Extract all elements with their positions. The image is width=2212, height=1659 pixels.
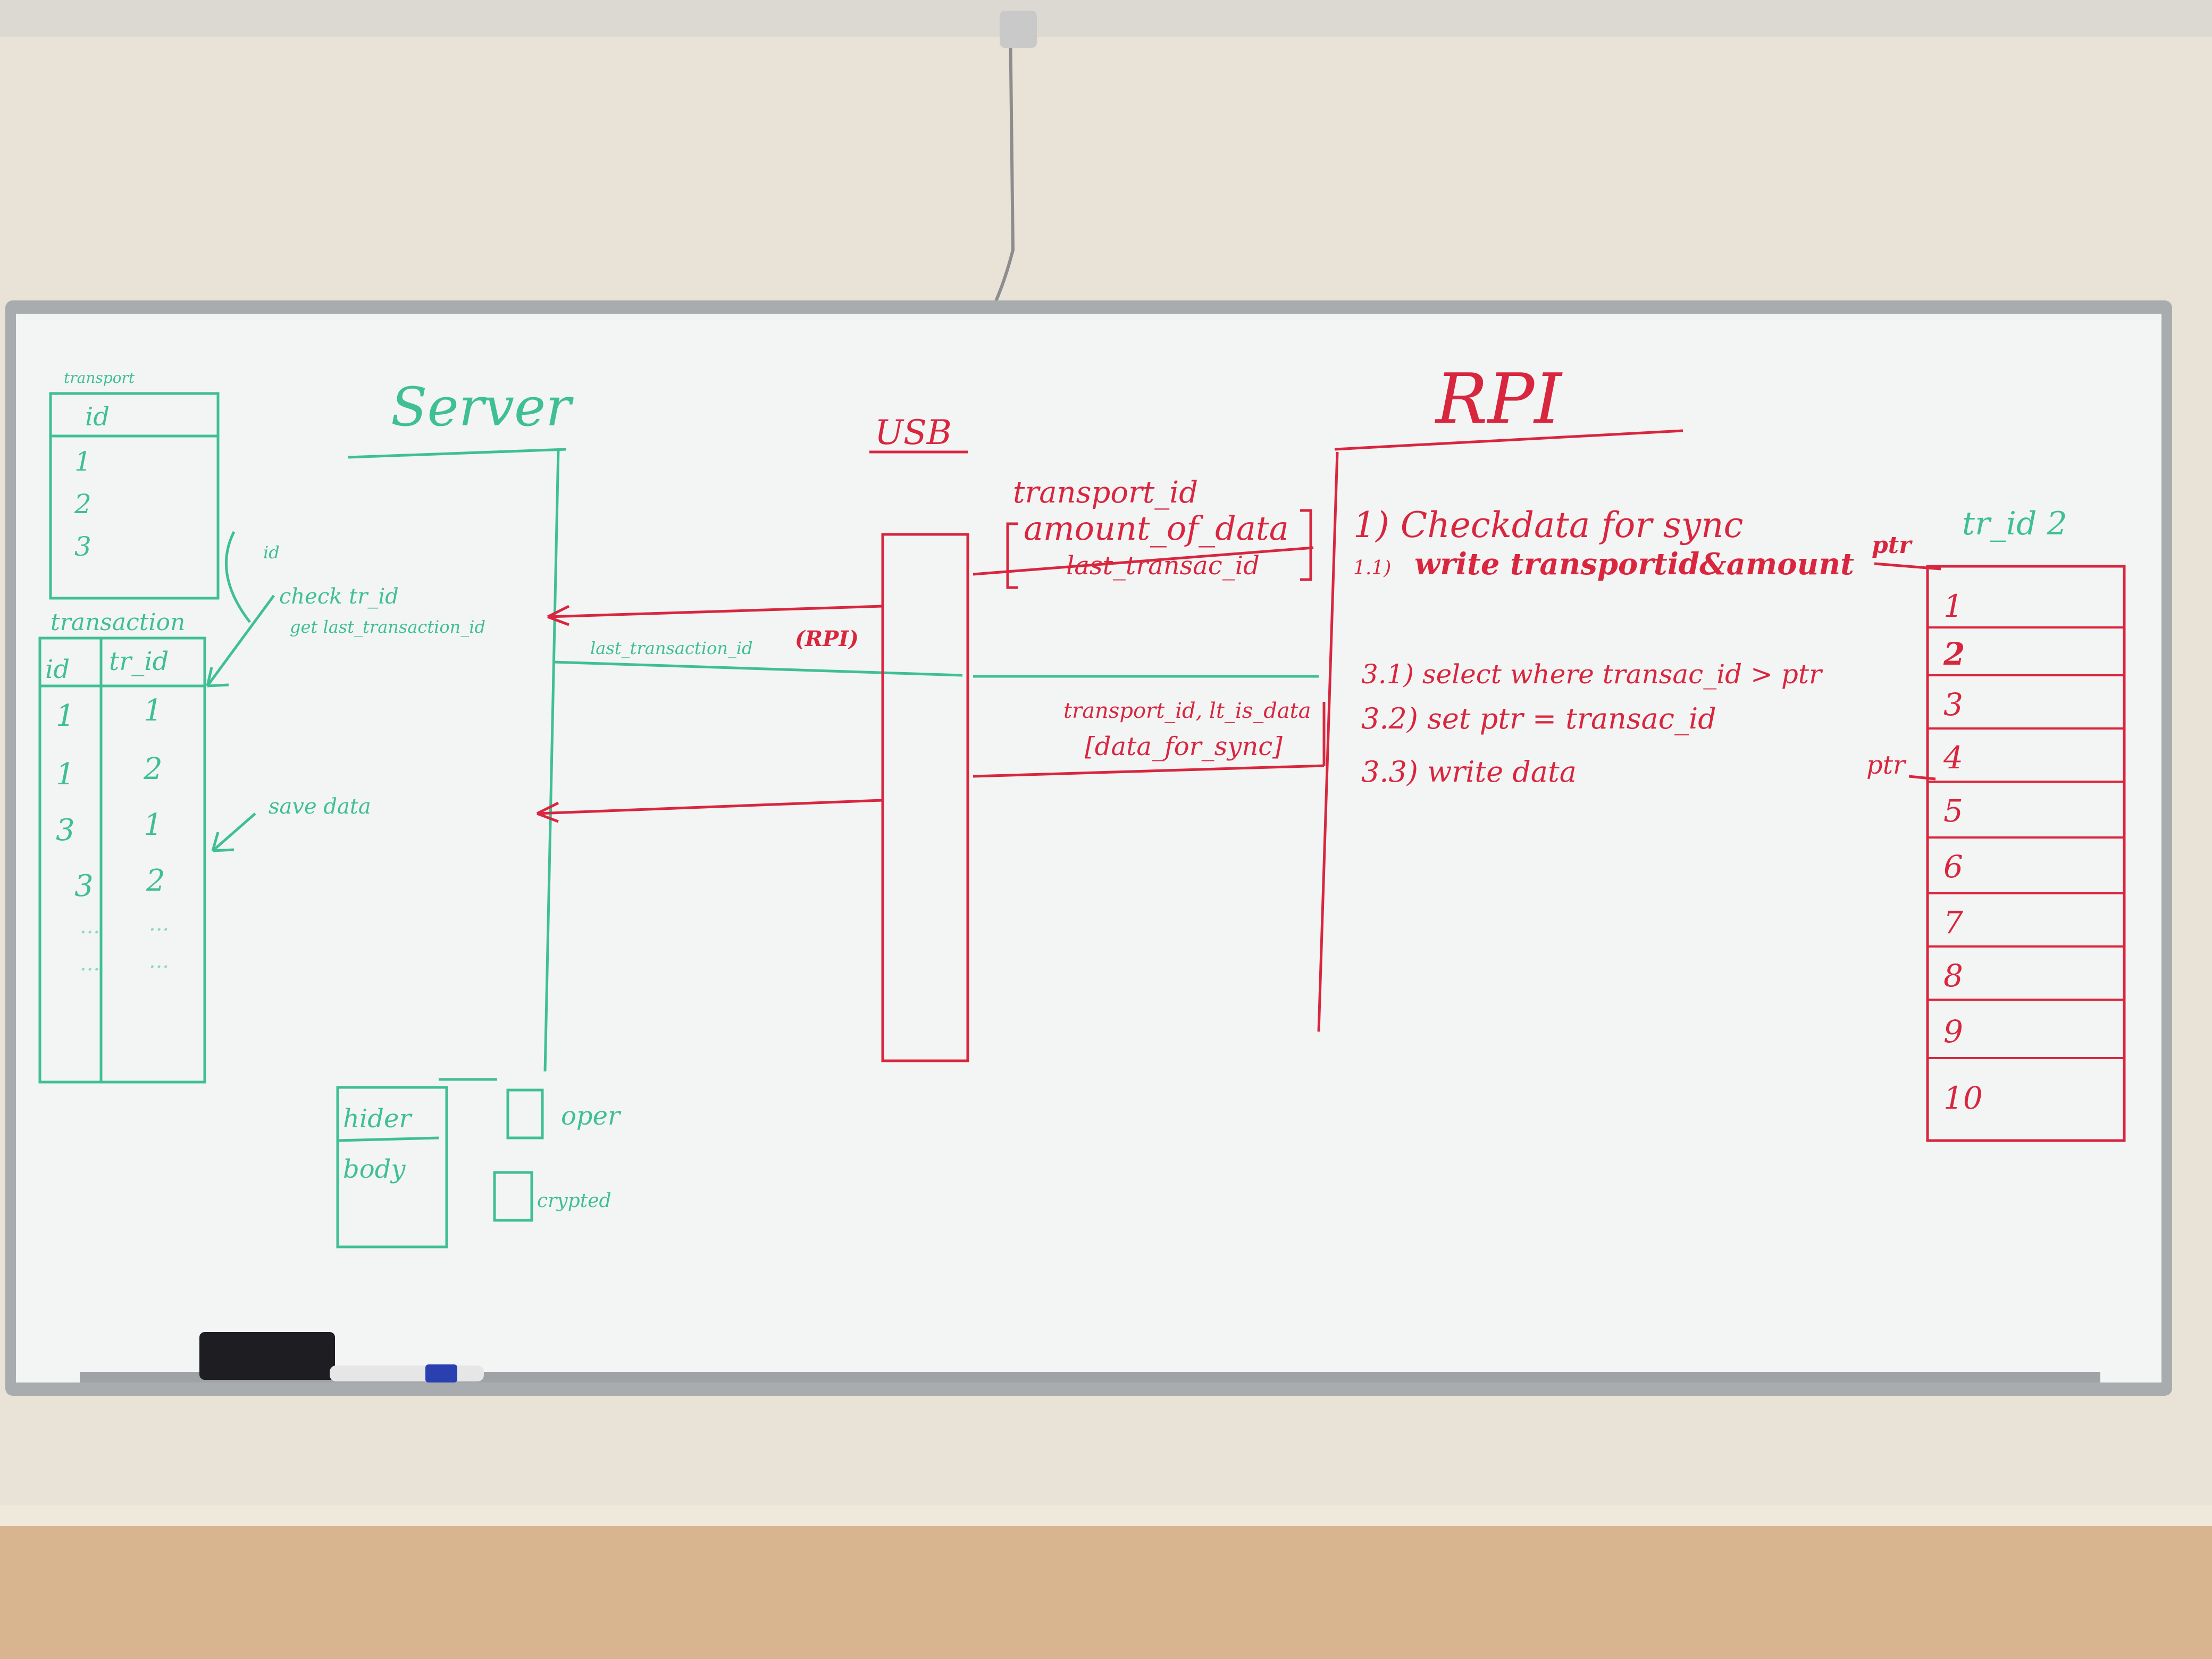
ptr-top-label: ptr (1872, 532, 1913, 559)
transaction-row-trid: 2 (143, 752, 163, 786)
transaction-row-trid: 1 (144, 808, 163, 842)
eraser (199, 1332, 335, 1380)
packet-body-label: body (343, 1154, 406, 1184)
marker-cap (425, 1364, 457, 1382)
server-title: Server (391, 376, 574, 438)
whiteboard-surface (16, 314, 2161, 1382)
trid-row-value: 10 (1943, 1080, 1983, 1116)
rpi-underline (1334, 429, 1683, 451)
request-amount-of-data: amount_of_data (1024, 509, 1289, 548)
last-tx-arrow (552, 660, 963, 677)
response-data-for-sync: [data_for_sync] (1085, 732, 1283, 761)
ptr-side-label: ptr (1866, 750, 1907, 780)
step-1-1-num: 1.1) (1353, 557, 1391, 579)
save-data-label: save data (269, 794, 371, 819)
transaction-table-title: transaction (51, 609, 185, 636)
save-arrow (211, 812, 256, 852)
transaction-row-id: 1 (56, 757, 75, 792)
trid-row-value: 4 (1943, 740, 1963, 776)
trid-row-value: 2 (1943, 636, 1965, 672)
check-trid-label: check tr_id (279, 584, 399, 609)
transaction-row-id: 1 (56, 699, 75, 733)
usb-title: USB (875, 413, 952, 453)
transaction-col-id: id (45, 655, 70, 684)
step-3-3: 3.3) write data (1361, 755, 1577, 789)
transaction-row-id: 3 (74, 869, 94, 903)
id-label: id (263, 542, 280, 563)
packet-box (336, 1086, 448, 1249)
trid-row-value: 6 (1943, 849, 1963, 885)
transport-row-3: 3 (74, 531, 91, 562)
trid-table (1926, 565, 2126, 1142)
request-bracket-right (1300, 509, 1312, 581)
rpi-title: RPI (1435, 358, 1563, 439)
request-arrow-rpi-to-usb (973, 546, 1314, 576)
transaction-row-trid: ... (149, 949, 169, 973)
transaction-row-trid: 2 (146, 864, 165, 898)
request-arrowhead (547, 605, 570, 626)
packet-hider-label: hider (343, 1104, 413, 1134)
crypted-doc-icon (493, 1171, 533, 1222)
transaction-row-id: 3 (56, 813, 75, 848)
request-transport-id: transport_id (1013, 475, 1198, 510)
server-lifeline (543, 449, 560, 1072)
transaction-row-trid: 1 (144, 693, 163, 728)
rpi-lifeline (1317, 451, 1339, 1032)
step-1: 1) Checkdata for sync (1353, 505, 1744, 546)
response-arrow-usb-to-server (537, 799, 883, 815)
packet-oper-label: oper (561, 1101, 622, 1131)
transport-table-title: transport (64, 369, 135, 387)
trid-row-value: 7 (1943, 904, 1963, 941)
transaction-table (38, 636, 206, 1084)
oper-doc-icon (506, 1088, 544, 1139)
request-last-transac-id: last_transac_id (1066, 551, 1260, 581)
check-arrow (206, 594, 275, 688)
request-arrow-usb-to-server (547, 605, 883, 618)
transport-col-header: id (85, 402, 110, 432)
trid-table-rows (1928, 626, 2124, 1059)
trid-row-value: 8 (1943, 958, 1963, 994)
trid-row-value: 9 (1943, 1013, 1963, 1050)
transport-row-2: 2 (74, 489, 91, 520)
server-underline (348, 448, 567, 459)
transport-table (49, 392, 220, 600)
wire-clip (1000, 11, 1037, 48)
transaction-row-id: ... (80, 951, 100, 976)
trid-row-value: 5 (1943, 793, 1963, 829)
whiteboard-tray (80, 1372, 2100, 1382)
response-arrowhead (536, 801, 559, 823)
transport-row-1: 1 (74, 446, 91, 477)
usb-lifeline (881, 533, 969, 1062)
wall-lower (0, 1521, 2212, 1659)
request-bracket-left (1006, 522, 1018, 589)
transaction-col-trid: tr_id (109, 647, 169, 676)
response-transport-id: transport_id, lt_is_data (1063, 699, 1311, 723)
rpi-source-label: (RPI) (795, 626, 859, 651)
trid-table-title: tr_id 2 (1962, 505, 2067, 542)
ptr-top-arrow (1874, 562, 1941, 571)
response-arrow-rpi-to-usb (973, 764, 1325, 778)
ceiling-rail (0, 0, 2212, 37)
packet-divider (337, 1136, 439, 1142)
id-arrow (224, 531, 251, 623)
transaction-row-trid: ... (149, 911, 169, 936)
wall-rail (0, 1505, 2212, 1526)
ptr-side-arrow (1908, 775, 1936, 781)
trid-row-value: 1 (1943, 588, 1963, 624)
step-1-1-text: write transportid&amount (1414, 547, 1854, 582)
packet-crypted-label: crypted (537, 1190, 611, 1212)
trid-row-value: 3 (1943, 686, 1963, 723)
step-3-1: 3.1) select where transac_id > ptr (1361, 659, 1823, 690)
step-3-2: 3.2) set ptr = transac_id (1361, 702, 1716, 735)
last-transaction-message: last_transaction_id (590, 638, 753, 658)
get-last-transaction-label: get last_transaction_id (290, 617, 485, 637)
transaction-row-id: ... (80, 914, 100, 939)
marker (330, 1365, 484, 1381)
